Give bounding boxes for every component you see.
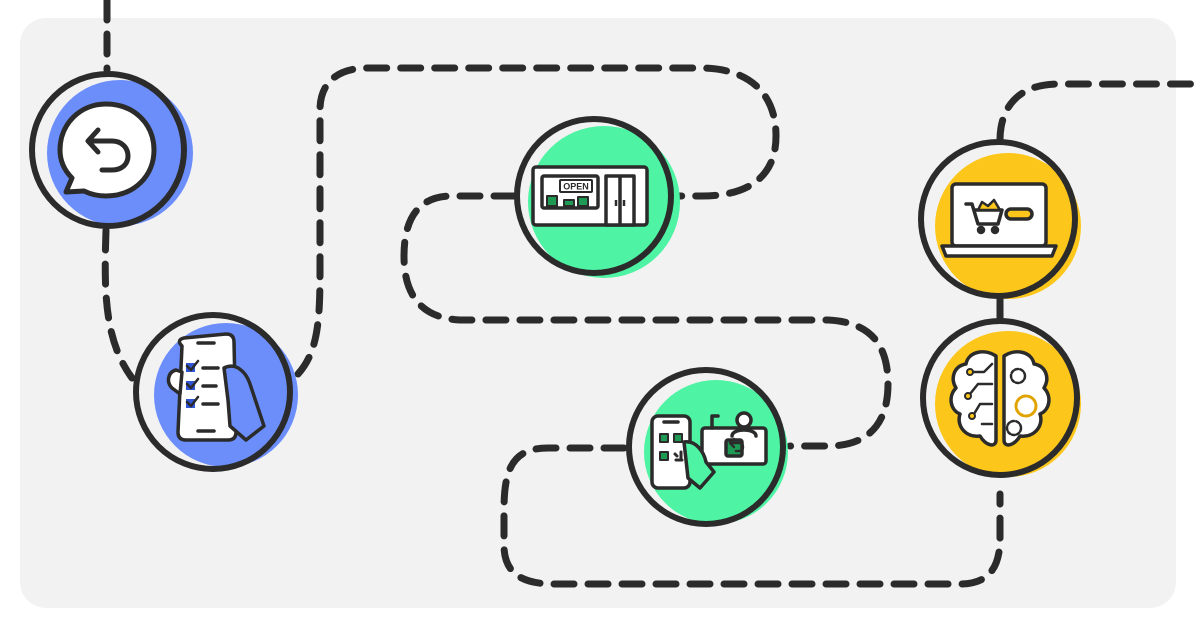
open-sign: [559, 179, 593, 193]
node-outline: [626, 367, 786, 527]
path-segment-chat-to-phone: [101, 226, 136, 382]
cart-wheel-2: [990, 225, 1000, 235]
node-checklist-phone: [133, 312, 298, 472]
return-arrow-chat-icon: [57, 101, 157, 199]
qr-corner-3: [659, 451, 669, 461]
node-outline: [29, 71, 187, 229]
desk-stand: [710, 414, 720, 430]
hand: [682, 440, 716, 490]
gear-icon-bottom: [1005, 419, 1023, 437]
node-ai-brain: [920, 318, 1081, 478]
clerk-body: [730, 428, 758, 438]
cart-wheel-1: [976, 225, 986, 235]
phone-checklist-icon: [166, 332, 266, 442]
node-outline: [920, 318, 1080, 478]
node-outline: [918, 139, 1078, 299]
clerk-head: [735, 411, 753, 429]
qr-code-return-desk-icon: [650, 411, 768, 490]
node-open-store: OPEN: [514, 116, 680, 278]
circuit-node-1: [966, 368, 974, 376]
checkbox-1: [186, 363, 195, 372]
laptop-shopping-cart-icon: [940, 182, 1058, 258]
return-badge-arrow: [728, 437, 745, 453]
path-segment-desk-to-brain: [500, 444, 1004, 588]
circuit-node-3: [968, 412, 976, 420]
thumb: [166, 368, 184, 396]
path-segment-phone-to-store: [294, 64, 780, 378]
hand: [222, 364, 266, 442]
checkmarks: [185, 359, 200, 408]
node-qr-return-desk: [626, 367, 788, 527]
node-outline: [514, 116, 674, 276]
window-box-3: [577, 196, 589, 207]
checkbox-2: [186, 381, 195, 390]
storefront-open-icon: OPEN: [531, 165, 649, 227]
qr-corner-1: [659, 433, 669, 443]
circuit-node-2: [964, 392, 972, 400]
checkbox-3: [186, 399, 195, 408]
buy-button: [1004, 207, 1034, 221]
node-outline: [133, 312, 293, 472]
window-box-2: [563, 199, 575, 207]
dashed-journey-path: [101, 0, 1200, 588]
path-segment-cart-exit: [996, 80, 1200, 144]
brain-circuit-gears-icon: [949, 350, 1051, 447]
brain-left-hemisphere: [949, 350, 998, 447]
node-returns-chat: [29, 71, 193, 229]
open-sign-text: OPEN: [563, 182, 589, 192]
cart-goods: [976, 198, 1002, 212]
qr-corner-2: [673, 433, 683, 443]
gear-icon-top: [1009, 367, 1027, 385]
diagram-panel: [20, 18, 1176, 608]
circuit-traces: [968, 362, 994, 426]
window-box-1: [546, 195, 558, 207]
node-online-cart: [918, 139, 1081, 299]
qr-dots: [673, 450, 684, 462]
gear-icon-middle: [1014, 394, 1038, 418]
laptop-base: [940, 244, 1058, 258]
door-handles: [614, 200, 626, 206]
path-segment-store-loop: [400, 192, 892, 450]
checklist-lines: [201, 366, 220, 406]
